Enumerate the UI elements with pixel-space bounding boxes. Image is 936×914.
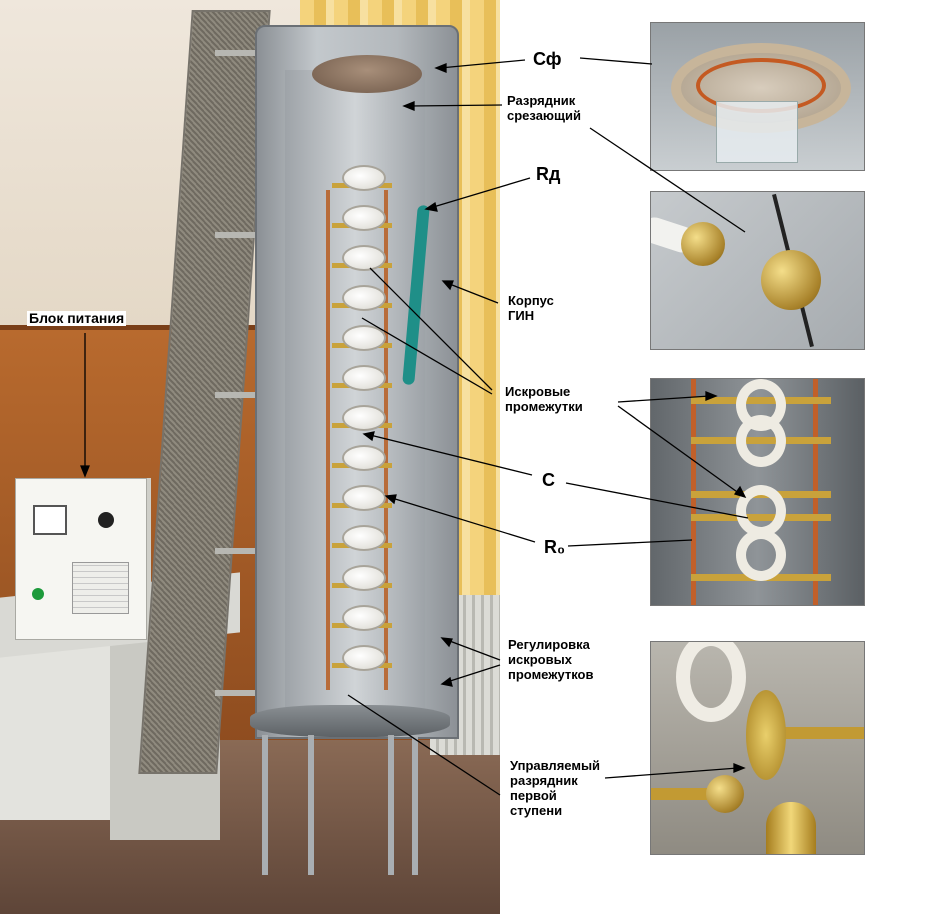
label-gap-adjust: Регулировка искровых промежутков (508, 637, 593, 682)
base-plate (250, 705, 450, 737)
power-unit-knob (98, 512, 114, 528)
label-trigger-line3: первой (510, 788, 600, 803)
power-unit-plate (72, 562, 129, 614)
label-c: С (542, 470, 555, 490)
insulator-block (716, 101, 798, 163)
capacitor-disk (342, 285, 386, 311)
capacitor-disk (342, 325, 386, 351)
capacitor-disk (342, 405, 386, 431)
stand-leg (308, 735, 314, 875)
capacitor-ring (736, 415, 786, 467)
label-spark-gaps: Искровые промежутки (505, 384, 583, 414)
label-gap-adjust-line2: искровых (508, 652, 593, 667)
label-power-unit: Блок питания (27, 311, 126, 326)
detail-photo-trigger (650, 641, 865, 855)
detail-photo-arrester (650, 191, 865, 350)
capacitor-disk (342, 205, 386, 231)
label-r0: R₀ (544, 537, 565, 557)
arrester-ball (681, 222, 725, 266)
label-gap-adjust-line1: Регулировка (508, 637, 593, 652)
label-spark-gaps-line1: Искровые (505, 384, 583, 399)
label-trigger-line2: разрядник (510, 773, 600, 788)
label-housing: Корпус ГИН (508, 293, 554, 323)
label-gap-adjust-line3: промежутков (508, 667, 593, 682)
power-unit-meter (33, 505, 67, 535)
label-cf: Сф (533, 49, 562, 69)
main-photo (0, 0, 500, 914)
brass-rod (781, 727, 864, 739)
capacitor-disk (342, 445, 386, 471)
trigger-ball (706, 775, 744, 813)
arrester-ball (761, 250, 821, 310)
label-spark-gaps-line2: промежутки (505, 399, 583, 414)
label-arrester: Разрядник срезающий (507, 93, 581, 123)
power-unit-box (15, 478, 147, 640)
label-trigger-line4: ступени (510, 803, 600, 818)
label-arrester-line1: Разрядник (507, 93, 581, 108)
label-housing-line1: Корпус (508, 293, 554, 308)
capacitor-disk (342, 525, 386, 551)
desk-side (0, 640, 110, 820)
label-trigger-line1: Управляемый (510, 758, 600, 773)
stand-leg (388, 735, 394, 875)
capacitor-disk (342, 365, 386, 391)
top-capacitor-sphere (312, 55, 422, 93)
capacitor-ring (736, 529, 786, 581)
label-trigger: Управляемый разрядник первой ступени (510, 758, 600, 818)
trigger-disk (746, 690, 786, 780)
capacitor-disk (342, 165, 386, 191)
capacitor-disk (342, 485, 386, 511)
capacitor-disk (342, 565, 386, 591)
power-unit-indicator (32, 588, 44, 600)
brass-cylinder (766, 802, 816, 854)
stand-leg (412, 735, 418, 875)
capacitor-ring (676, 641, 746, 722)
capacitor-disk (342, 245, 386, 271)
detail-photo-spark-gaps (650, 378, 865, 606)
detail-photo-capacitor (650, 22, 865, 171)
stand-leg (262, 735, 268, 875)
label-arrester-line2: срезающий (507, 108, 581, 123)
capacitor-disk (342, 645, 386, 671)
capacitor-disk (342, 605, 386, 631)
copper-rod (326, 190, 330, 690)
label-rd: Rд (536, 164, 560, 184)
leader-line-cf-detail (580, 58, 652, 64)
label-housing-line2: ГИН (508, 308, 554, 323)
